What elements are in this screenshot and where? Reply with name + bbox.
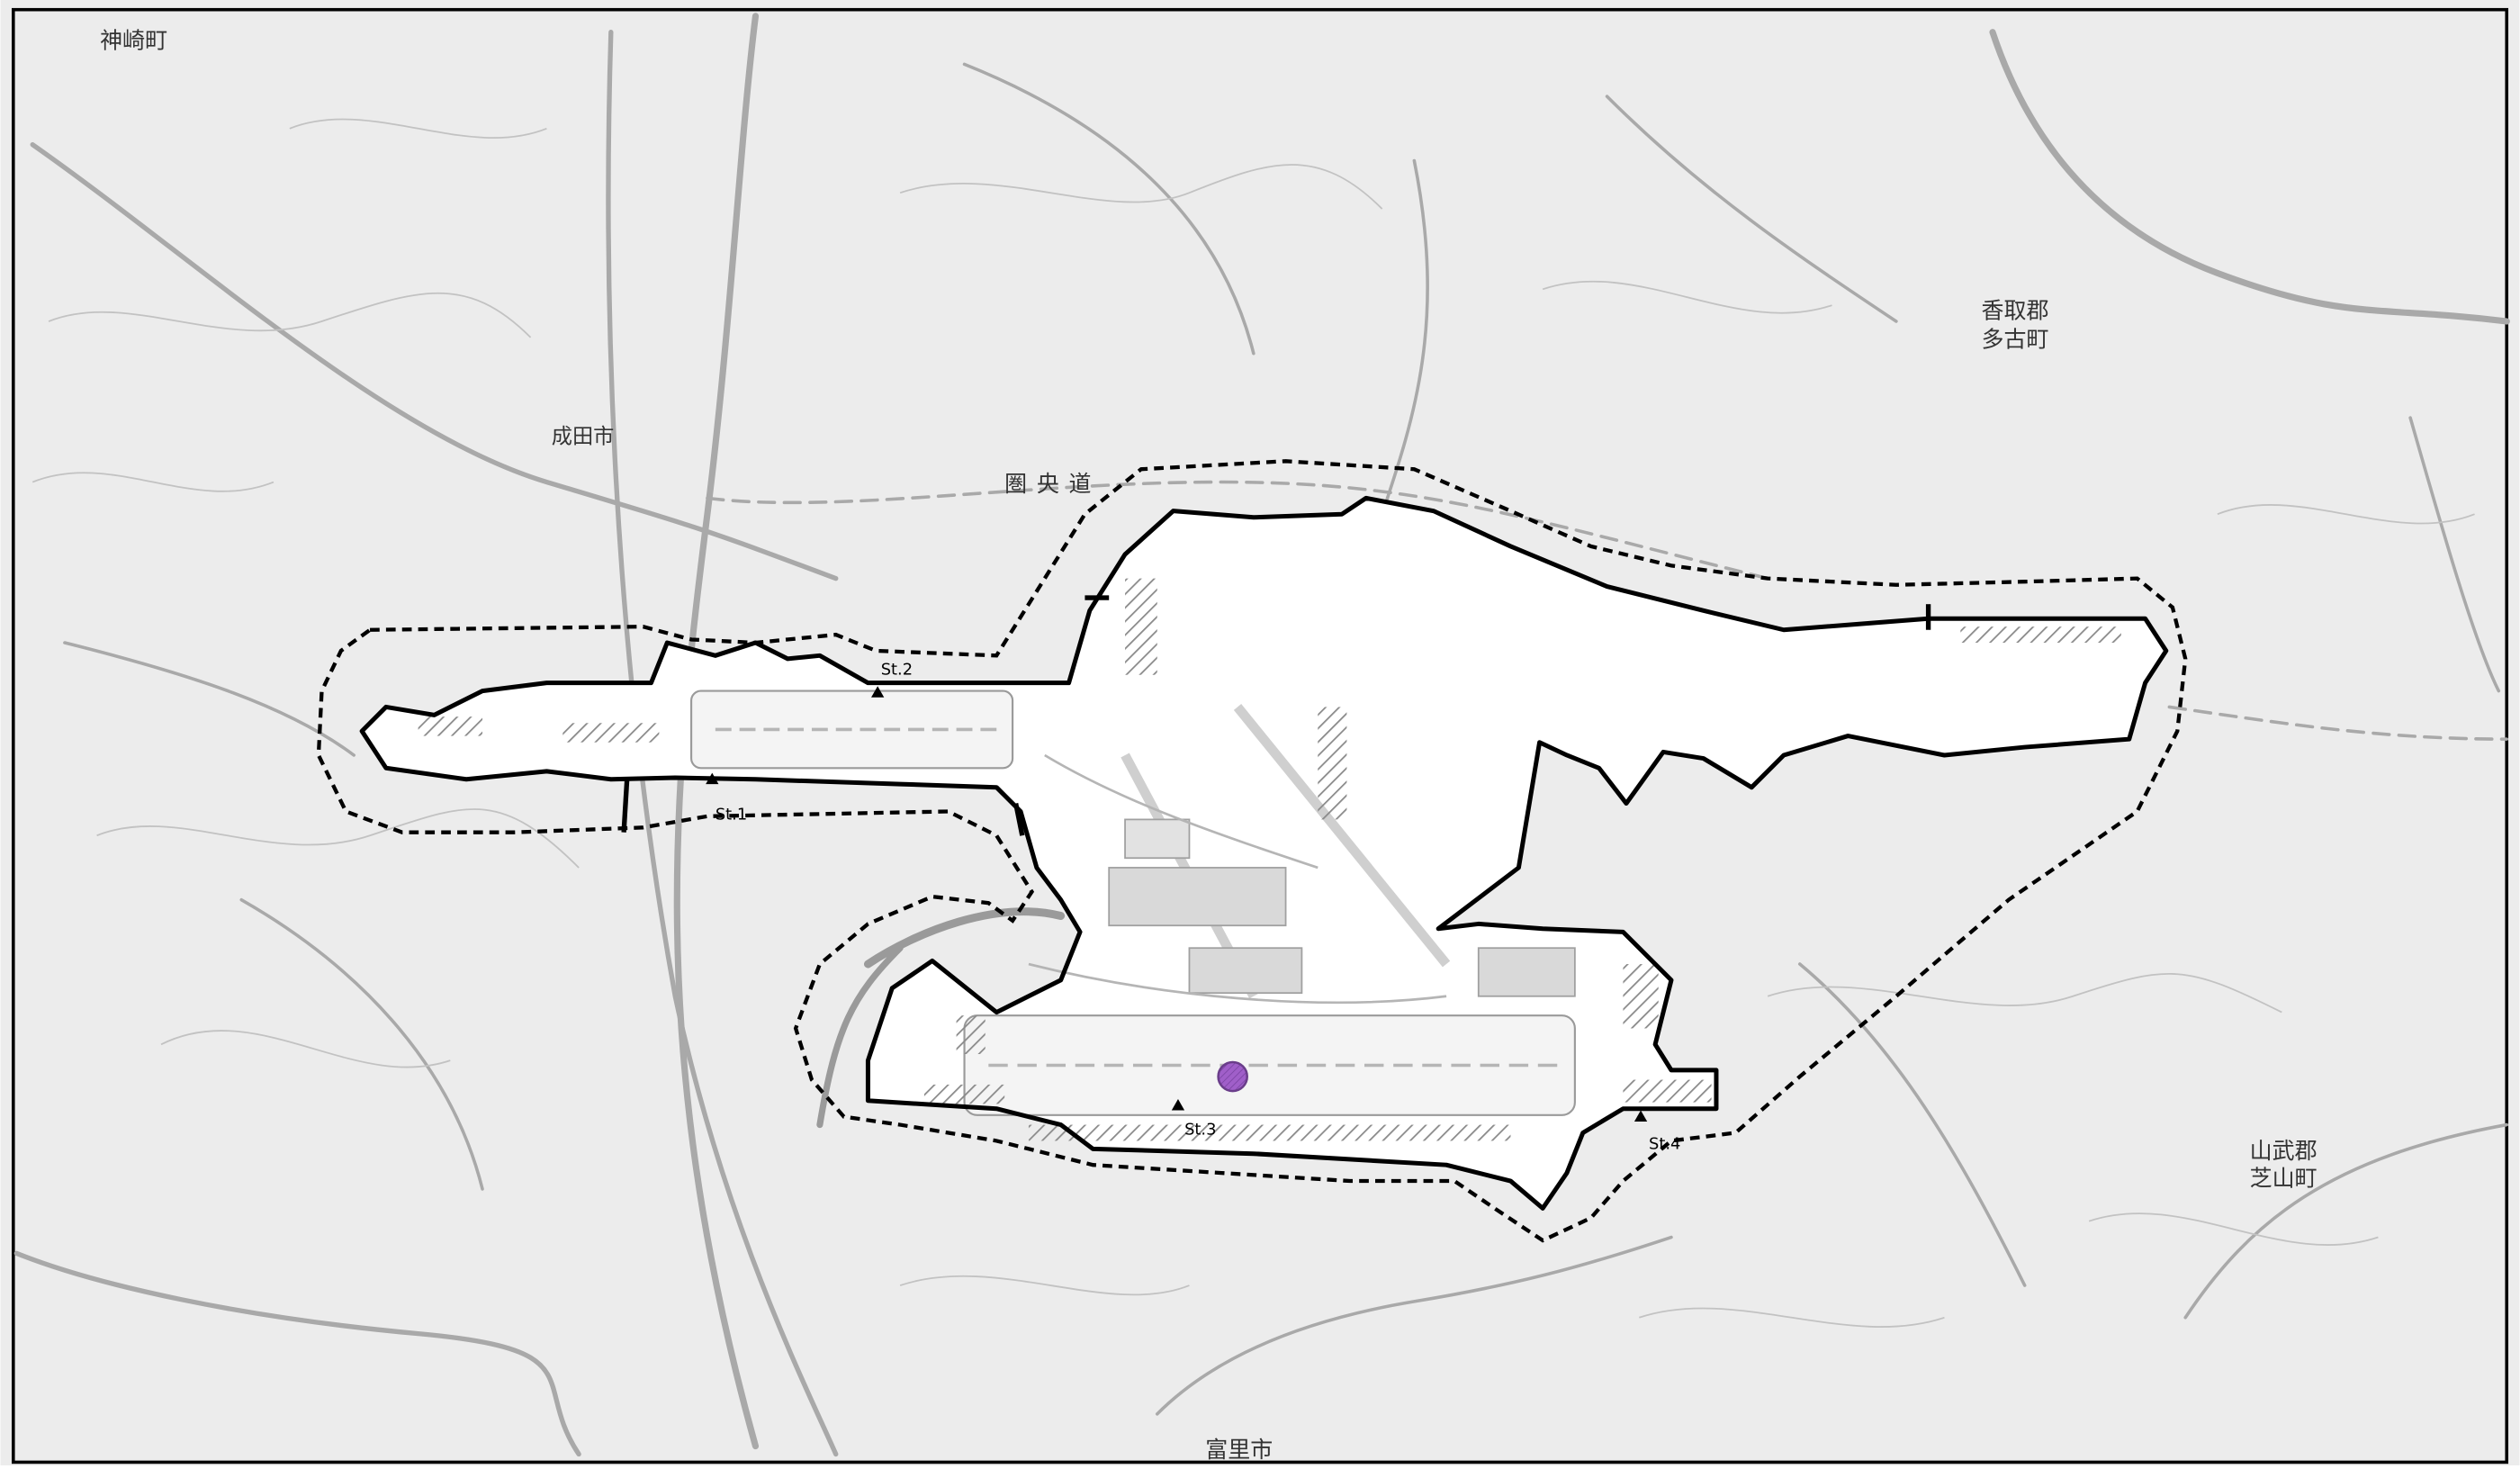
label-katori-1: 香取郡 bbox=[1982, 297, 2049, 323]
airport-features bbox=[690, 689, 1576, 1116]
station-st2-marker[interactable] bbox=[871, 686, 885, 698]
station-st3-marker[interactable] bbox=[1171, 1099, 1185, 1111]
label-katori-2: 多古町 bbox=[1982, 327, 2049, 353]
embankment-hatching bbox=[418, 578, 2121, 1141]
station-st3-label: St.3 bbox=[1184, 1120, 1216, 1139]
purple-target-marker[interactable] bbox=[1217, 1060, 1248, 1093]
boundary-ticks bbox=[621, 595, 1931, 836]
place-labels: 神崎町 成田市 香取郡 多古町 山武郡 芝山町 富里市 圏央道 bbox=[100, 28, 2317, 1464]
station-st2-label: St.2 bbox=[881, 661, 913, 680]
station-st1-label: St.1 bbox=[716, 805, 747, 824]
label-kanzaki: 神崎町 bbox=[100, 28, 167, 54]
station-labels: St.2 St.1 St.3 St.4 bbox=[716, 661, 1680, 1154]
airport-site-area bbox=[362, 498, 2166, 1209]
label-tomisato: 富里市 bbox=[1205, 1437, 1273, 1463]
station-st1-marker[interactable] bbox=[706, 772, 719, 785]
contour-lines bbox=[32, 118, 2475, 1328]
station-st4-marker[interactable] bbox=[1634, 1110, 1648, 1122]
label-ken-o-expressway: 圏央道 bbox=[1004, 471, 1101, 497]
solid-boundary bbox=[359, 495, 2169, 1211]
base-road-network bbox=[14, 13, 2510, 1457]
outer-dashed-boundary bbox=[316, 459, 2188, 1243]
station-st4-label: St.4 bbox=[1649, 1134, 1680, 1153]
label-sanbu-2: 芝山町 bbox=[2250, 1165, 2318, 1191]
label-narita: 成田市 bbox=[552, 425, 615, 449]
station-markers bbox=[706, 686, 1648, 1122]
label-sanbu-1: 山武郡 bbox=[2250, 1138, 2318, 1164]
map-border bbox=[11, 7, 2509, 1464]
